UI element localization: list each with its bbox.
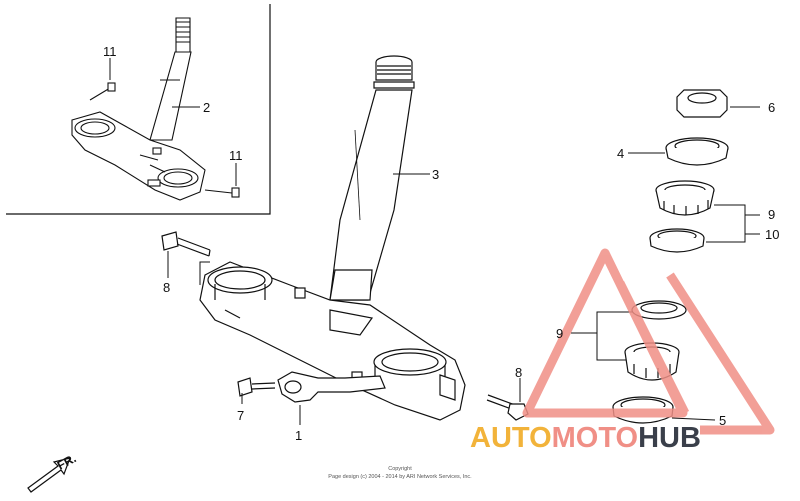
watermark-triangle bbox=[522, 248, 775, 435]
callout-11-right: 11 bbox=[229, 148, 243, 163]
callout-2: 2 bbox=[203, 100, 210, 115]
bolt-7 bbox=[237, 377, 276, 397]
callout-7: 7 bbox=[237, 408, 244, 423]
inset-frame bbox=[6, 4, 271, 215]
callout-9-lower: 9 bbox=[556, 326, 563, 341]
callout-5: 5 bbox=[719, 413, 726, 428]
callout-1: 1 bbox=[295, 428, 302, 443]
copyright-notice: Page design (c) 2004 - 2014 by ARI Netwo… bbox=[328, 474, 472, 480]
bolt-8-right bbox=[486, 394, 529, 421]
callout-6: 6 bbox=[768, 100, 775, 115]
callout-4: 4 bbox=[617, 146, 624, 161]
callout-8-left: 8 bbox=[163, 280, 170, 295]
front-direction-arrow: FR. bbox=[27, 451, 78, 493]
callout-numbers: 11 2 11 3 6 4 9 10 8 9 8 7 1 5 bbox=[103, 44, 779, 443]
callout-9-upper: 9 bbox=[768, 207, 775, 222]
inset-stem-assembly bbox=[71, 17, 240, 201]
leader-lines bbox=[109, 58, 760, 425]
bearing-stack bbox=[612, 89, 729, 424]
copyright-title: Copyright bbox=[388, 466, 412, 472]
bottom-bridge bbox=[199, 261, 466, 421]
watermark-logo: AUTOMOTOHUB bbox=[470, 422, 701, 454]
callout-10: 10 bbox=[765, 227, 779, 242]
callout-11-top: 11 bbox=[103, 44, 117, 59]
handle-clamp bbox=[277, 371, 386, 403]
steering-stem bbox=[329, 55, 415, 301]
watermark-text: AUTOMOTOHUB bbox=[470, 422, 701, 454]
callout-8-right: 8 bbox=[515, 365, 522, 380]
callout-3: 3 bbox=[432, 167, 439, 182]
bolt-8-left bbox=[161, 231, 211, 257]
